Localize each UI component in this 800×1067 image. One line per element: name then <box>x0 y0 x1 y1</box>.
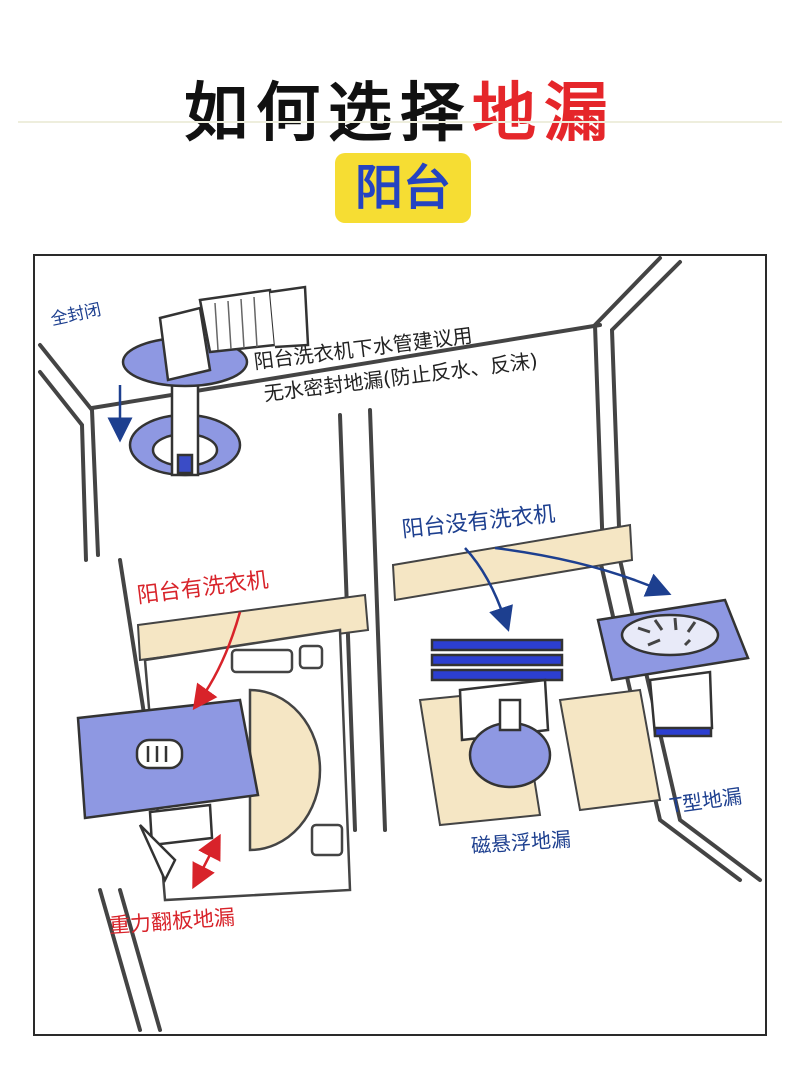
title-main: 如何选择 <box>184 77 472 151</box>
section-badge: 阳台 <box>335 153 471 223</box>
t-type-drain <box>596 598 750 738</box>
title-highlight: 地漏 <box>472 77 616 151</box>
title-divider <box>18 121 782 123</box>
magnetic-drain <box>430 638 564 789</box>
gravity-flap-drain <box>76 698 260 883</box>
sealed-drain <box>121 285 310 477</box>
page-title: 如何选择地漏 <box>0 62 800 154</box>
illustration-frame <box>33 254 767 1036</box>
